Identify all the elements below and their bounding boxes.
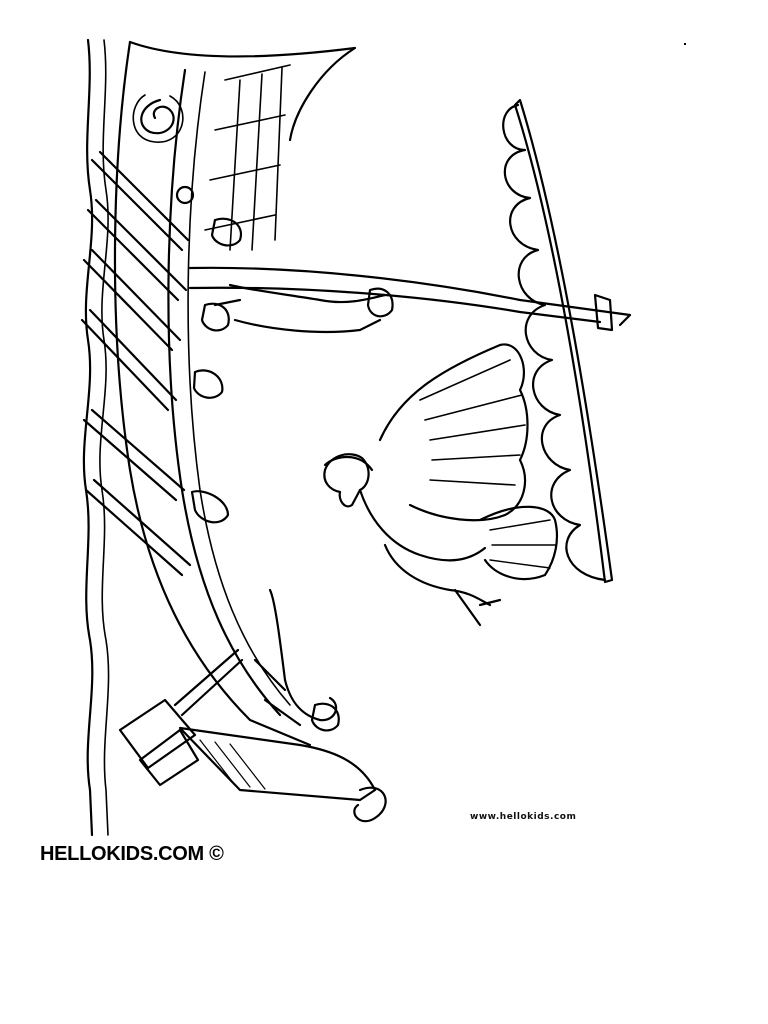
prow-spiral-icon — [140, 98, 175, 135]
sailor-head-4 — [190, 490, 230, 524]
mast-yard — [188, 266, 632, 327]
figure-body — [358, 488, 502, 627]
sailor-reaching — [213, 283, 387, 334]
stray-dot — [684, 43, 686, 45]
ship-hull-inner — [167, 68, 282, 717]
ship-hull-rail — [187, 71, 291, 706]
sailor-head-1 — [210, 217, 243, 247]
figure-head — [323, 453, 370, 508]
brand-logo-text: HELLOKIDS.COM © — [40, 843, 224, 865]
watermark-text: www.hellokids.com — [470, 812, 577, 822]
wing — [378, 343, 529, 522]
sailors — [190, 217, 394, 732]
sailor-helmsman — [253, 588, 338, 727]
sailor-head-2 — [200, 302, 230, 332]
sea-waves — [82, 38, 94, 837]
ship-lattice — [204, 64, 291, 251]
ship-stern — [178, 726, 377, 802]
shield-icon — [175, 185, 195, 205]
ship-prow — [128, 40, 357, 142]
ship-oars — [80, 150, 192, 577]
stern-curl — [353, 786, 387, 823]
sail — [513, 98, 614, 584]
tail-feathers — [478, 505, 559, 580]
ship — [80, 40, 387, 823]
sea-waves-inner — [99, 39, 110, 836]
winged-figure — [323, 343, 559, 627]
sail-scallops — [502, 103, 607, 582]
steering-oar — [118, 648, 244, 787]
sailor-head-3 — [192, 369, 224, 399]
